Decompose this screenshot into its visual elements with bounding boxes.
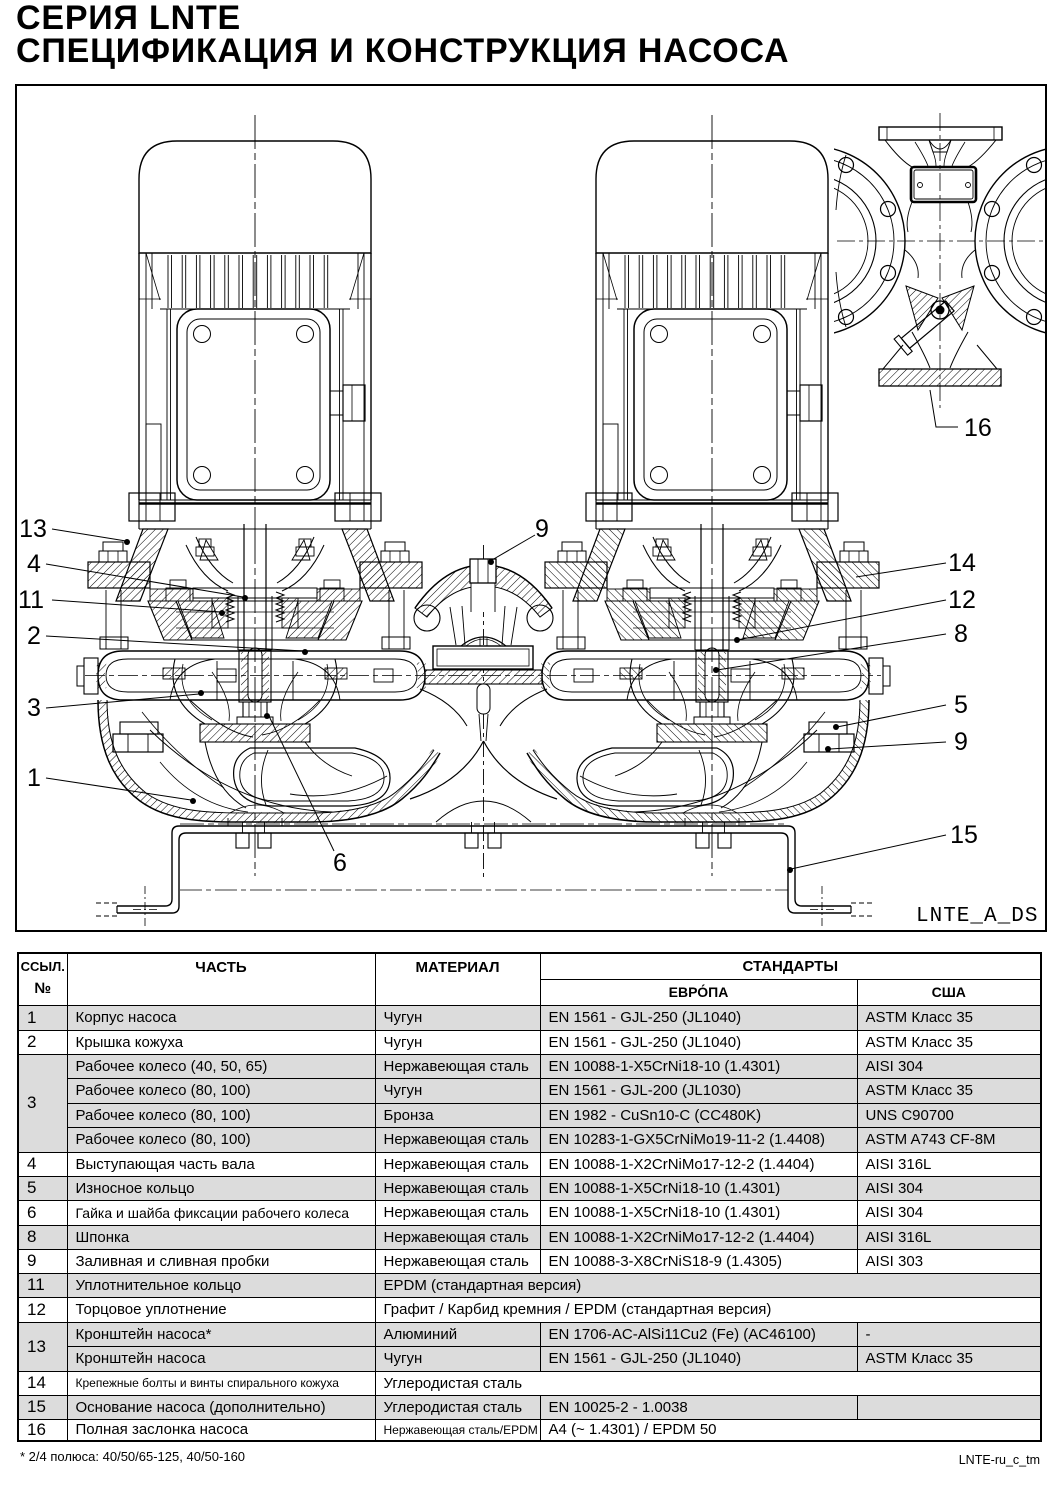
svg-text:6: 6 bbox=[333, 849, 347, 877]
svg-text:13: 13 bbox=[19, 515, 47, 543]
svg-text:4: 4 bbox=[27, 550, 41, 578]
svg-text:5: 5 bbox=[954, 691, 968, 719]
svg-text:2: 2 bbox=[27, 622, 41, 650]
svg-text:16: 16 bbox=[964, 414, 992, 442]
svg-text:LNTE_A_DS: LNTE_A_DS bbox=[916, 905, 1038, 928]
svg-text:8: 8 bbox=[954, 620, 968, 648]
svg-text:14: 14 bbox=[948, 549, 976, 577]
svg-text:9: 9 bbox=[954, 728, 968, 756]
svg-text:11: 11 bbox=[18, 586, 44, 614]
svg-text:3: 3 bbox=[27, 694, 41, 722]
svg-text:15: 15 bbox=[950, 821, 978, 849]
svg-text:1: 1 bbox=[27, 764, 41, 792]
svg-text:12: 12 bbox=[948, 586, 976, 614]
svg-text:9: 9 bbox=[535, 515, 549, 543]
